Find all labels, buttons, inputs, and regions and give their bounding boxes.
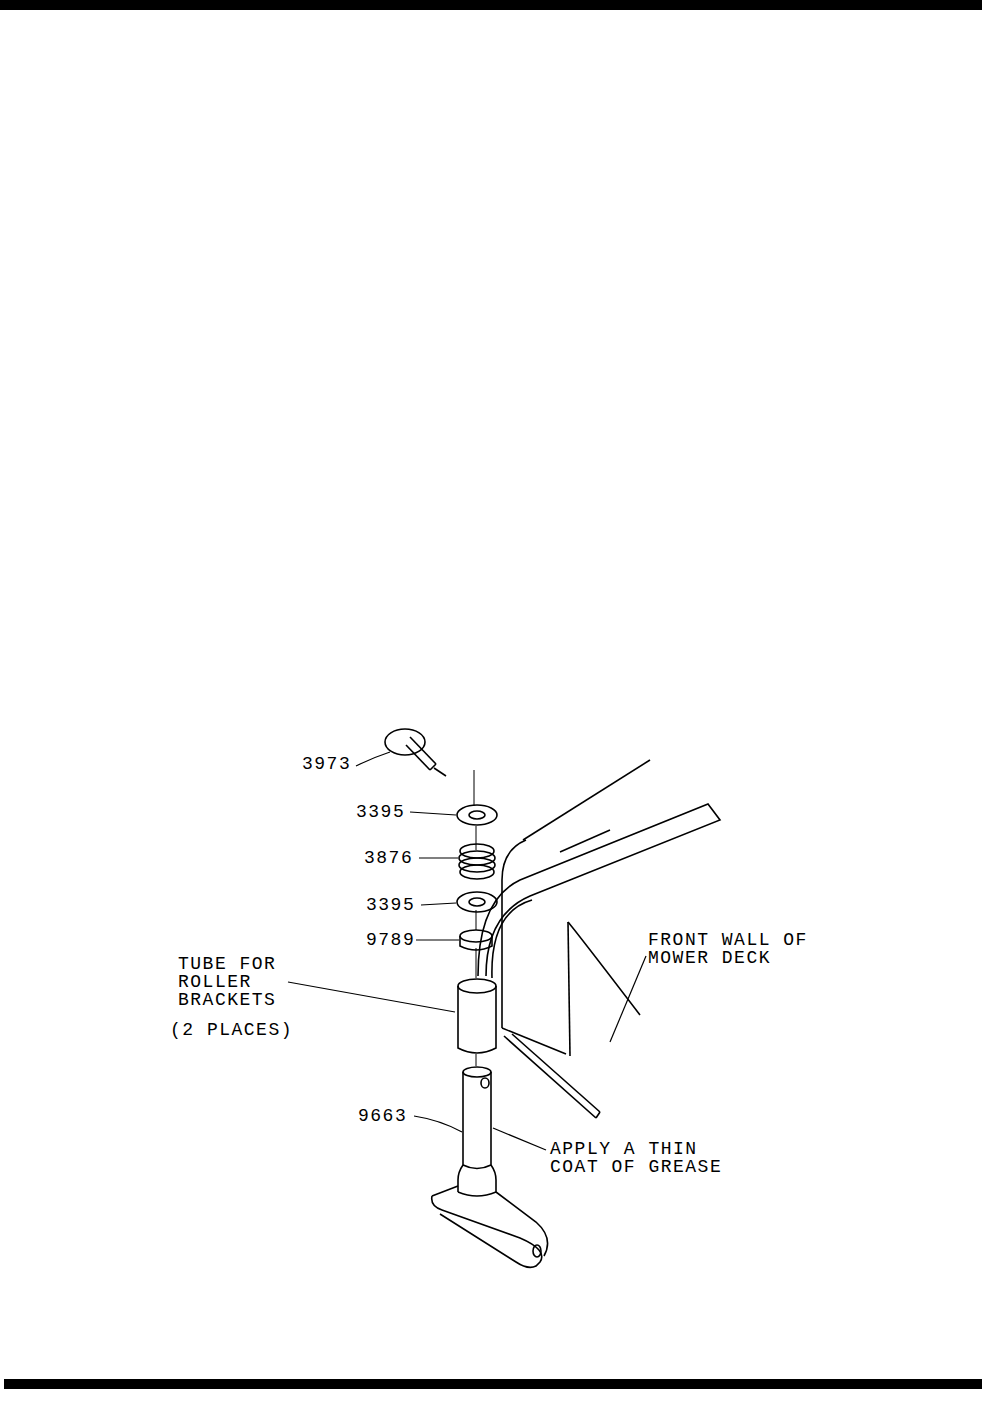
part-label: TUBE FOR ROLLER BRACKETS	[178, 955, 296, 1009]
washer	[457, 892, 497, 912]
mower-deck	[568, 922, 640, 1015]
roller-bracket-shaft	[490, 1072, 492, 1165]
callout-number: 3395	[356, 803, 405, 821]
mower-deck	[502, 1028, 566, 1054]
bushing	[460, 930, 492, 942]
mower-deck	[568, 922, 570, 1056]
washer	[457, 805, 497, 825]
roller-bracket-shaft	[496, 1192, 548, 1256]
leader-line	[410, 812, 456, 815]
mower-deck	[596, 1112, 600, 1118]
roller-bracket-shaft	[533, 1245, 541, 1257]
roller-bracket-shaft	[463, 1165, 491, 1169]
assembly-axis	[476, 1054, 477, 1066]
part-label: FRONT WALL OF MOWER DECK	[648, 931, 834, 967]
lynch-pin	[385, 729, 446, 776]
roller-bracket-shaft	[458, 1192, 496, 1196]
washer	[469, 811, 485, 819]
leader-line	[610, 956, 646, 1042]
mower-deck	[512, 1034, 600, 1112]
spring	[459, 844, 495, 879]
roller-bracket-shaft	[432, 1196, 542, 1267]
mower-deck	[502, 840, 526, 1028]
roller-tube	[458, 986, 496, 1053]
leader-line	[356, 752, 390, 766]
callout-number: 9663	[358, 1107, 407, 1125]
mower-deck	[523, 760, 650, 840]
callout-number: 3876	[364, 849, 413, 867]
lynch-pin	[385, 729, 425, 755]
page-bar	[0, 0, 982, 1389]
leader-line	[288, 752, 646, 1150]
mower-deck	[560, 830, 610, 852]
roller-bracket-shaft	[462, 1072, 464, 1165]
roller-bracket-shaft	[432, 1186, 458, 1196]
assembly-axis	[476, 910, 477, 930]
roller-tube	[458, 979, 496, 1053]
page-bar	[0, 0, 982, 10]
note-label: (2 PLACES)	[170, 1021, 293, 1039]
roller-tube	[458, 979, 496, 993]
bushing	[460, 936, 492, 950]
washer	[469, 898, 485, 906]
roller-bracket-shaft	[481, 1078, 489, 1088]
assembly-axis	[474, 770, 475, 806]
assembly-axis	[476, 826, 477, 850]
mower-deck	[504, 1036, 596, 1118]
leader-line	[419, 857, 458, 858]
callout-number: 3973	[302, 755, 351, 773]
roller-bracket-shaft	[458, 1165, 463, 1192]
leader-line	[421, 903, 456, 905]
mower-deck	[492, 900, 532, 978]
page-bar	[4, 1379, 982, 1389]
roller-bracket-shaft	[463, 1067, 491, 1077]
assembly-axis	[474, 770, 476, 1066]
roller-bracket-shaft	[491, 1165, 496, 1192]
leader-line	[493, 1128, 546, 1150]
spring	[460, 865, 494, 879]
lynch-pin	[406, 745, 430, 770]
washer	[457, 805, 497, 912]
callout-number: 3395	[366, 896, 415, 914]
roller-bracket-shaft	[432, 1067, 548, 1267]
leader-line	[288, 982, 455, 1012]
bushing	[460, 930, 492, 950]
leader-line	[416, 939, 459, 940]
lynch-pin	[410, 737, 436, 764]
lynch-pin	[434, 768, 446, 776]
assembly-axis	[476, 948, 477, 978]
leader-line	[414, 1116, 462, 1132]
note-label: APPLY A THIN COAT OF GREASE	[550, 1140, 746, 1176]
callout-number: 9789	[366, 931, 415, 949]
